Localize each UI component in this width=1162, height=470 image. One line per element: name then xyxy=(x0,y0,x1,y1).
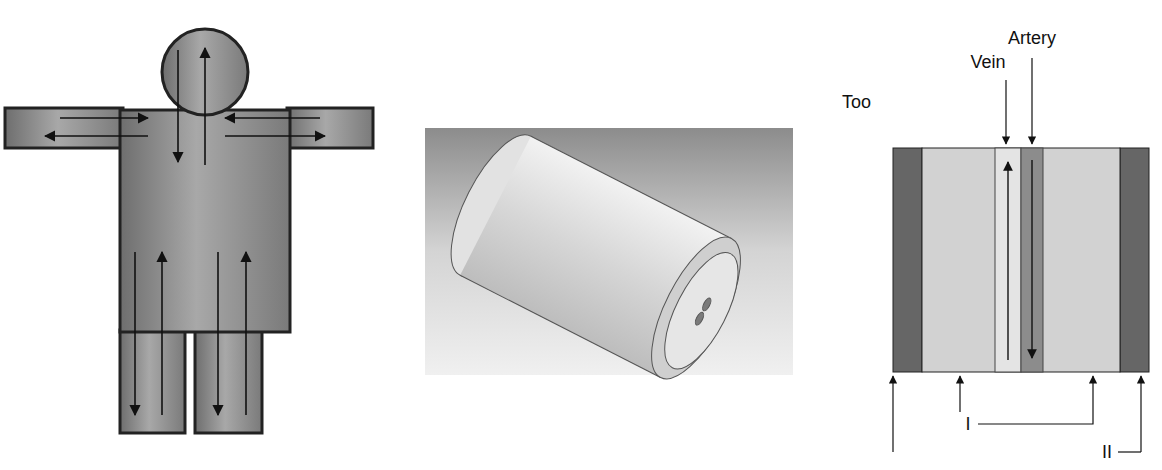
human-figure xyxy=(5,29,373,433)
leader-lines xyxy=(893,58,1141,452)
flow-arrows xyxy=(45,48,325,415)
cylinder-model xyxy=(433,123,759,392)
cross-section xyxy=(893,148,1149,372)
part-label: I xyxy=(965,415,970,433)
part-label: II xyxy=(1102,443,1112,461)
part-label: Artery xyxy=(1008,29,1056,47)
part-label: Too xyxy=(842,93,871,111)
part-label: Vein xyxy=(970,53,1005,71)
